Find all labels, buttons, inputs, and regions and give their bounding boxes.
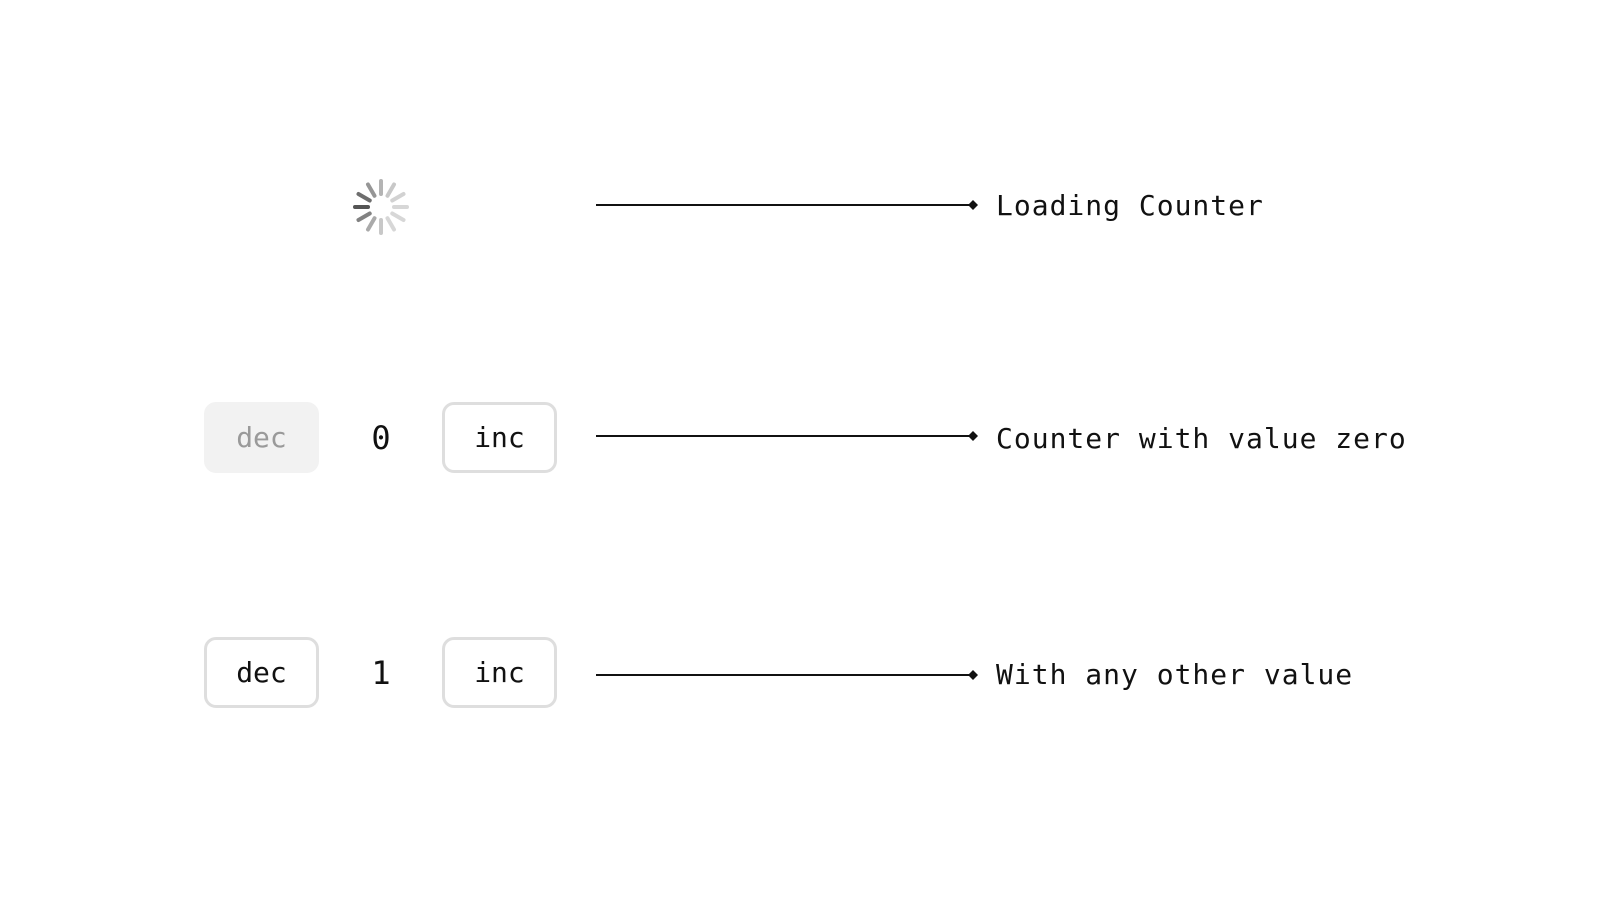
spinner-spoke [390,192,406,203]
decrement-button[interactable]: dec [204,637,319,708]
decrement-button-disabled: dec [204,402,319,473]
spinner-spokes [353,179,409,235]
counter-value: 0 [371,418,391,457]
nonzero-counter-example: dec 1 inc With any other value [0,630,1600,710]
connector-arrow [596,200,978,210]
spinner-spoke [390,211,406,222]
spinner-spoke [385,182,396,198]
increment-button[interactable]: inc [442,402,557,473]
spinner-spoke [385,216,396,232]
example-label: Loading Counter [996,189,1264,222]
connector-arrow [596,431,978,441]
example-label: Counter with value zero [996,422,1407,455]
increment-button[interactable]: inc [442,637,557,708]
spinner-spoke [356,211,372,222]
connector-arrow [596,670,978,680]
loading-counter-example: Loading Counter [0,165,1600,245]
zero-counter-example: dec 0 inc Counter with value zero [0,395,1600,475]
loading-spinner-icon [353,179,409,235]
example-label: With any other value [996,658,1354,691]
counter-value: 1 [371,653,391,692]
spinner-spoke [366,216,377,232]
spinner-spoke [356,192,372,203]
spinner-spoke [366,182,377,198]
